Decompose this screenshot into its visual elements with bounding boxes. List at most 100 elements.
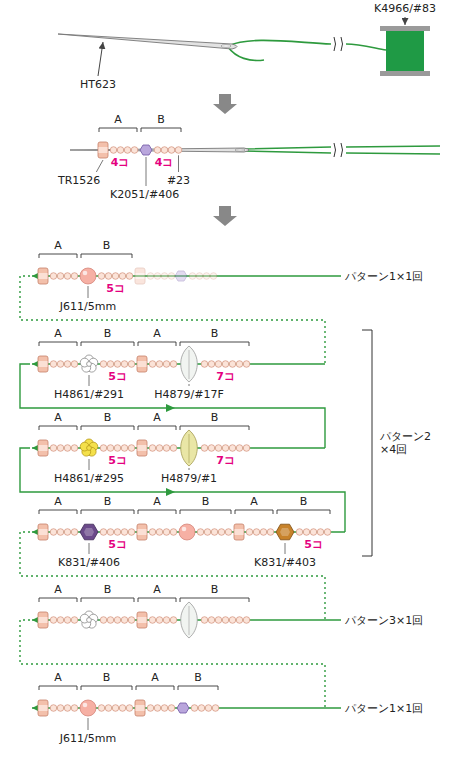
leader-arrow <box>405 17 406 25</box>
bead <box>50 361 57 368</box>
drawing-part <box>324 529 331 536</box>
drawing-part <box>156 361 163 368</box>
drawing-part <box>100 529 107 536</box>
bracket-letter: B <box>211 583 219 596</box>
drawing-part <box>149 617 156 624</box>
drawing-part <box>100 617 107 624</box>
drawing-part <box>215 445 222 452</box>
drawing-part <box>168 147 175 154</box>
bead <box>114 529 121 536</box>
drawing-part <box>80 700 96 716</box>
drawing-part <box>147 705 154 712</box>
drawing-part <box>39 529 48 535</box>
bead <box>124 147 131 154</box>
bead <box>154 273 161 280</box>
bead <box>107 445 114 452</box>
bead <box>168 147 175 154</box>
drawing-part <box>138 617 147 623</box>
leader-layer <box>39 128 330 730</box>
drawing-part <box>57 273 64 280</box>
part-number: H4861/#295 <box>54 472 124 485</box>
drawing-part <box>154 273 161 280</box>
part-number: TR1526 <box>58 174 100 187</box>
bead <box>175 271 187 281</box>
drawing-part <box>50 529 57 536</box>
bead <box>98 142 108 158</box>
bracket-letter: B <box>104 583 112 596</box>
drawing-part <box>39 273 48 279</box>
part-number: J611/5mm <box>60 300 116 313</box>
bead <box>229 445 236 452</box>
bead <box>117 147 124 154</box>
drawing-part <box>137 440 147 456</box>
leader-line <box>189 384 190 386</box>
bracket-letter: B <box>194 671 202 684</box>
drawing-part <box>99 147 108 153</box>
drawing-part <box>107 529 114 536</box>
drawing-part <box>100 361 107 368</box>
bracket-letter: A <box>114 113 122 126</box>
part-number: K831/#403 <box>254 556 316 569</box>
drawing-part <box>119 705 126 712</box>
drawing-part <box>236 617 243 624</box>
bead <box>154 705 161 712</box>
drawing-part <box>64 361 71 368</box>
drawing-part <box>138 361 147 367</box>
direction-arrow <box>166 488 175 496</box>
drawing-part <box>201 617 208 624</box>
drawing-part <box>170 445 177 452</box>
drawing-part <box>64 529 71 536</box>
bead <box>57 705 64 712</box>
drawing-part <box>128 361 135 368</box>
drawing-part <box>196 273 203 280</box>
drawing-part <box>114 529 121 536</box>
drawing-part <box>50 361 57 368</box>
bead <box>170 445 177 452</box>
bead <box>126 705 133 712</box>
bead <box>222 445 229 452</box>
bead <box>100 361 107 368</box>
drawing-part <box>197 529 204 536</box>
drawing-part <box>243 445 250 452</box>
bead <box>64 705 71 712</box>
bead <box>57 273 64 280</box>
drawing-part <box>107 617 114 624</box>
bead <box>253 529 260 536</box>
drawing-part <box>138 529 147 535</box>
bead <box>181 602 198 638</box>
group-bracket <box>138 342 176 346</box>
bead <box>177 703 189 713</box>
bracket-letter: A <box>153 583 161 596</box>
bracket-letter: B <box>103 239 111 252</box>
drawing-part <box>161 147 168 154</box>
bead <box>100 529 107 536</box>
drawing-part <box>140 145 152 155</box>
drawing-part <box>80 524 98 540</box>
bead <box>170 361 177 368</box>
drawing-part <box>121 617 128 624</box>
bracket-letter: A <box>153 411 161 424</box>
drawing-part <box>135 700 145 716</box>
bead <box>140 145 152 155</box>
drawing-part <box>168 705 175 712</box>
drawing-part <box>87 362 92 367</box>
bead <box>208 445 215 452</box>
drawing-part <box>100 445 107 452</box>
group-bracket <box>81 598 134 602</box>
bead <box>128 445 135 452</box>
bead <box>57 361 64 368</box>
bead <box>128 361 135 368</box>
part-number: #23 <box>167 174 190 187</box>
drawing-part <box>38 524 48 540</box>
bead-count: 5コ <box>304 538 323 551</box>
drawing-part <box>57 529 64 536</box>
bead <box>71 529 78 536</box>
drawing-part <box>243 617 250 624</box>
bead <box>38 440 48 456</box>
drawing-part <box>110 147 117 154</box>
drawing-part <box>253 529 260 536</box>
bead <box>197 529 204 536</box>
drawing-part <box>38 268 48 284</box>
bead <box>163 617 170 624</box>
drawing-part <box>128 445 135 452</box>
